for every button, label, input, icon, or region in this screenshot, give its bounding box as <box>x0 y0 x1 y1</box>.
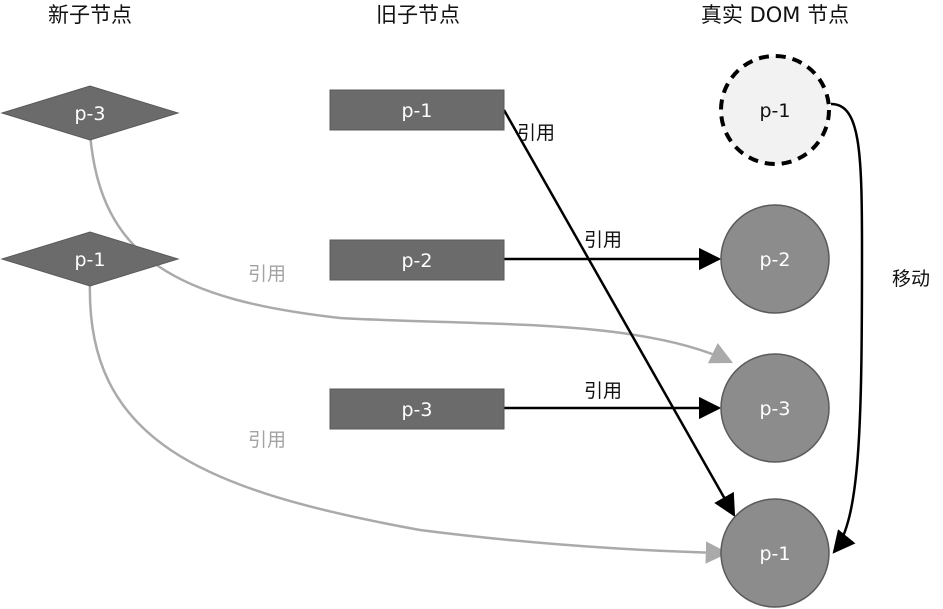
edge-label-new-p1-ref: 引用 <box>248 429 286 451</box>
move-arrow <box>830 102 864 554</box>
edge-label-new-p3-ref: 引用 <box>248 263 286 285</box>
ref-arrow-old-p1 <box>502 109 736 517</box>
edge-label-old-p1-ref: 引用 <box>517 122 555 144</box>
dom-node-p2-label: p-2 <box>759 249 790 271</box>
old-node-p3-label: p-3 <box>401 399 432 421</box>
new-node-p3: p-3 <box>0 85 180 141</box>
header-real-dom: 真实 DOM 节点 <box>701 3 849 27</box>
old-node-p1: p-1 <box>329 89 505 131</box>
new-node-p3-label: p-3 <box>74 103 105 125</box>
ref-curve-new-p3 <box>88 132 734 364</box>
edge-label-old-p3-ref: 引用 <box>584 380 622 402</box>
ref-curve-new-p1 <box>88 279 729 564</box>
old-node-p1-label: p-1 <box>401 100 432 122</box>
edge-label-move: 移动 <box>892 268 930 290</box>
edge-label-old-p2-ref: 引用 <box>584 229 622 251</box>
old-node-p2-label: p-2 <box>401 250 432 272</box>
old-node-p3: p-3 <box>329 388 505 430</box>
dom-node-p1-moved-label: p-1 <box>759 543 790 565</box>
dom-node-p1-original-label: p-1 <box>759 100 790 122</box>
dom-node-p2: p-2 <box>720 204 830 314</box>
header-new-children: 新子节点 <box>48 3 132 27</box>
new-node-p1: p-1 <box>0 231 180 287</box>
dom-node-p3: p-3 <box>720 353 830 463</box>
header-old-children: 旧子节点 <box>376 3 460 27</box>
dom-node-p1-moved: p-1 <box>720 498 830 608</box>
dom-node-p3-label: p-3 <box>759 398 790 420</box>
old-node-p2: p-2 <box>329 239 505 281</box>
dom-node-p1-original: p-1 <box>719 54 831 166</box>
new-node-p1-label: p-1 <box>74 249 105 271</box>
